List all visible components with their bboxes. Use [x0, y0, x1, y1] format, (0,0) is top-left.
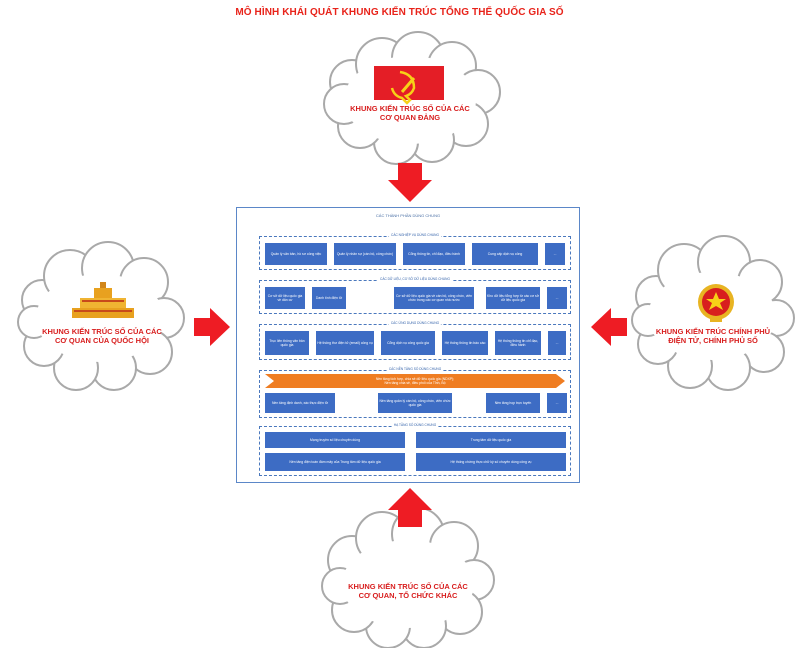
cloud-right: [631, 235, 795, 391]
group-title: CÁC NGHIỆP VỤ DÙNG CHUNG: [389, 233, 441, 237]
group-common-infrastructure: HẠ TẦNG SỐ DÙNG CHUNG Mạng truyền số liệ…: [259, 423, 571, 476]
component-box: Trung tâm dữ liệu quốc gia: [416, 432, 566, 448]
component-box: Quản lý văn bản, hồ sơ công việc: [265, 243, 327, 265]
arrow-left-icon: [591, 308, 627, 346]
group-title: CÁC NỀN TẢNG SỐ DÙNG CHUNG: [386, 367, 444, 371]
cloud-top-label: KHUNG KIẾN TRÚC SỐ CỦA CÁC CƠ QUAN ĐẢNG: [350, 104, 470, 122]
group-common-business: CÁC NGHIỆP VỤ DÙNG CHUNG Quản lý văn bản…: [259, 233, 571, 270]
component-box: Cung cấp dịch vụ công: [472, 243, 538, 265]
component-box: Nền tảng quản lý cán bộ, công chức, viên…: [378, 393, 452, 413]
group-common-data: CÁC DỮ LIỆU, CƠ SỞ DỮ LIỆU DÙNG CHUNG Cơ…: [259, 277, 571, 314]
component-box: Cổng thông tin, chỉ đạo, điều hành: [403, 243, 465, 265]
component-box: ...: [547, 393, 567, 413]
component-box: Hệ thống thông tin chỉ đạo, điều hành: [495, 331, 541, 355]
arrow-up-icon: [388, 488, 432, 527]
group-title: CÁC DỮ LIỆU, CƠ SỞ DỮ LIỆU DÙNG CHUNG: [378, 277, 452, 281]
cloud-right-label: KHUNG KIẾN TRÚC CHÍNH PHỦ ĐIỆN TỬ, CHÍNH…: [655, 327, 771, 345]
diagram-title: MÔ HÌNH KHÁI QUÁT KHUNG KIẾN TRÚC TỔNG T…: [235, 7, 564, 18]
national-emblem-icon: [698, 284, 734, 322]
group-title: HẠ TẦNG SỐ DÙNG CHUNG: [391, 423, 439, 427]
frame-title: CÁC THÀNH PHẦN DÙNG CHUNG: [375, 213, 441, 218]
component-box: Nền tảng định danh, xác thực điện tử: [265, 393, 335, 413]
banner-line-1: Nền tảng tích hợp, chia sẻ dữ liệu quốc …: [375, 377, 455, 381]
group-title: CÁC ỨNG DỤNG DÙNG CHUNG: [388, 321, 442, 325]
data-exchange-platform-banner: Nền tảng tích hợp, chia sẻ dữ liệu quốc …: [265, 374, 565, 388]
component-box: Hệ thống thư điện tử (email) công vụ: [316, 331, 374, 355]
banner-line-2: Nền tảng chia sẻ, điều phối của Tỉnh, Bộ: [384, 381, 446, 385]
national-assembly-building-icon: [72, 282, 134, 318]
arrow-right-icon: [194, 308, 230, 346]
cloud-left-label: KHUNG KIẾN TRÚC SỐ CỦA CÁC CƠ QUAN CỦA Q…: [42, 327, 162, 345]
cloud-bottom-label: KHUNG KIẾN TRÚC SỐ CỦA CÁC CƠ QUAN, TỔ C…: [348, 582, 468, 600]
cloud-left: [17, 241, 185, 391]
common-components-frame: CÁC THÀNH PHẦN DÙNG CHUNG CÁC NGHIỆP VỤ …: [236, 207, 580, 483]
group-common-platforms: CÁC NỀN TẢNG SỐ DÙNG CHUNG Nền tảng tích…: [259, 367, 571, 418]
group-common-apps: CÁC ỨNG DỤNG DÙNG CHUNG Trục liên thông …: [259, 321, 571, 360]
hammer-sickle-flag-icon: [374, 66, 444, 105]
component-box: Nền tảng họp trực tuyến: [486, 393, 540, 413]
arrow-down-icon: [388, 163, 432, 202]
component-box: Trục liên thông văn bản quốc gia: [265, 331, 309, 355]
component-box: ...: [545, 243, 565, 265]
component-box: Cơ sở dữ liệu quốc gia về dân cư: [265, 287, 305, 309]
component-box: Mạng truyền số liệu chuyên dùng: [265, 432, 405, 448]
component-box: Kho dữ liệu tổng hợp từ các cơ sở dữ liệ…: [486, 287, 540, 309]
component-box: Danh tính điện tử: [312, 287, 346, 309]
component-box: Hệ thống chứng thực chữ ký số chuyên dùn…: [416, 453, 566, 471]
component-box: Quản lý nhân sự (cán bộ, công chức): [334, 243, 396, 265]
component-box: Nền tảng điện toán đám mây của Trung tâm…: [265, 453, 405, 471]
cloud-bottom: [321, 507, 495, 648]
component-box: Cổng dịch vụ công quốc gia: [381, 331, 435, 355]
component-box: Hệ thống thông tin báo cáo: [442, 331, 488, 355]
component-box: Cơ sở dữ liệu quốc gia về cán bộ, công c…: [394, 287, 474, 309]
component-box: ...: [547, 287, 567, 309]
component-box: ...: [548, 331, 566, 355]
